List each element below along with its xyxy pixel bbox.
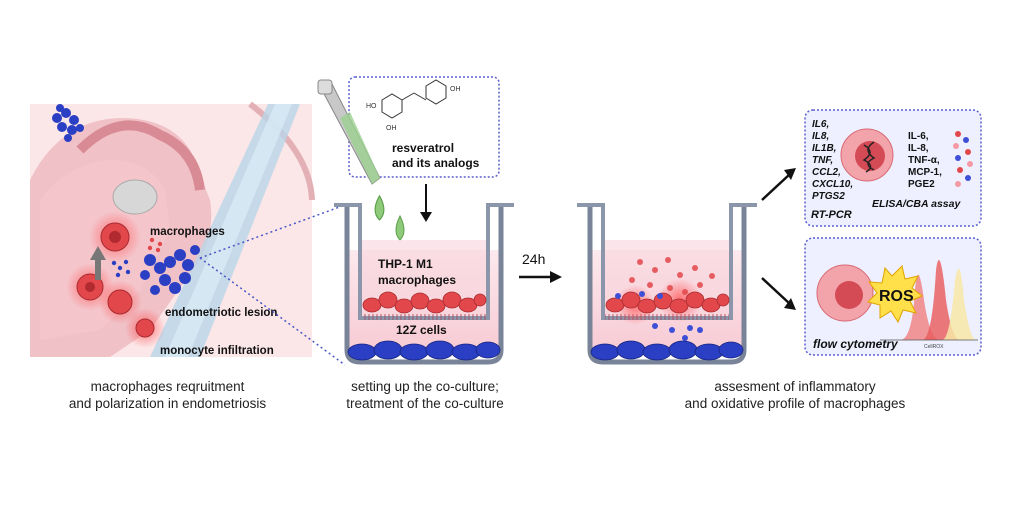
- 12z-cell-layer: [347, 340, 501, 361]
- endometriotic-lesion: [140, 245, 200, 295]
- caption-panel3-line2: and oxidative profile of macrophages: [684, 396, 906, 411]
- panel-anatomy: macrophages endometriotic lesion monocyt…: [30, 101, 315, 357]
- ros-label: ROS: [879, 288, 914, 305]
- insert-label-line1: THP-1 M1: [378, 257, 433, 271]
- lesion-cluster-top: [52, 104, 84, 142]
- gene-item: CCL2,: [812, 167, 841, 178]
- result-arrows: [761, 168, 796, 310]
- caption-panel3-line1: assesment of inflammatory: [714, 379, 876, 394]
- caption-panel2: setting up the co-culture; treatment of …: [325, 378, 525, 412]
- gene-item: IL8,: [812, 131, 829, 142]
- chem-oh-bottom-label: OH: [386, 125, 397, 132]
- compound-line2: and its analogs: [392, 156, 480, 170]
- caption-panel1-line2: and polarization in endometriosis: [68, 396, 267, 411]
- time-arrow: 24h: [519, 251, 562, 283]
- result-box-expression: IL6, IL8, IL1B, TNF, CCL2, CXCL10, PTGS2…: [804, 109, 982, 227]
- macrophage-dna-icon: [840, 128, 894, 182]
- caption-panel1-line1: macrophages reqruitment: [90, 379, 245, 394]
- protein-item: IL-8,: [908, 143, 929, 154]
- chem-oh-top-label: OH: [450, 86, 461, 93]
- protein-item: MCP-1,: [908, 167, 942, 178]
- caption-panel2-line1: setting up the co-culture;: [351, 379, 499, 394]
- culture-well-2: [577, 203, 757, 365]
- zoom-lines: [199, 204, 346, 366]
- elisa-label: ELISA/CBA assay: [872, 198, 961, 210]
- protein-item: PGE2: [908, 179, 935, 190]
- compound-line1: resveratrol: [392, 141, 454, 155]
- insert-label-line2: macrophages: [378, 273, 456, 287]
- fallopian-tube: [76, 120, 205, 191]
- rtpcr-label: RT-PCR: [811, 209, 852, 221]
- panel-coculture-setup: HO OH OH resveratrol and its analogs: [317, 76, 514, 365]
- gene-item: CXCL10,: [812, 179, 853, 190]
- gene-item: IL1B,: [812, 143, 836, 154]
- culture-well-1: THP-1 M1 macrophages 12Z cells: [334, 203, 514, 365]
- ros-burst-icon: [867, 265, 923, 324]
- macrophage-icons: [66, 211, 165, 348]
- time-label: 24h: [522, 251, 545, 267]
- macrophage-layer: [362, 291, 487, 314]
- secreted-blue-dots: [615, 291, 703, 341]
- secreted-red-dots: [629, 257, 715, 295]
- 12z-cell-layer-2: [590, 340, 744, 361]
- gene-item: TNF,: [812, 155, 833, 166]
- label-monocyte-infiltration: monocyte infiltration: [160, 345, 274, 357]
- ovary: [112, 179, 158, 215]
- flow-cytometry-label: flow cytometry: [813, 337, 899, 351]
- protein-item: IL-6,: [908, 131, 929, 142]
- resveratrol-box: [348, 76, 500, 178]
- gene-item: IL6,: [812, 119, 829, 130]
- flow-histogram: [880, 260, 978, 341]
- result-box-ros: CellROX ROS flow cytometry: [804, 237, 982, 356]
- pipette-icon: [317, 79, 381, 185]
- drop-icons: [374, 194, 405, 241]
- protein-item: TNF-α,: [908, 155, 940, 166]
- axis-label: CellROX: [924, 344, 944, 350]
- caption-panel3: assesment of inflammatory and oxidative …: [640, 378, 950, 412]
- protein-list: IL-6, IL-8, TNF-α, MCP-1, PGE2: [908, 131, 942, 190]
- cytokine-dots-red: [147, 237, 163, 253]
- caption-panel1: macrophages reqruitment and polarization…: [40, 378, 295, 412]
- bottom-label: 12Z cells: [396, 323, 447, 337]
- label-macrophages: macrophages: [150, 226, 225, 238]
- cytokine-dots-blue: [111, 259, 131, 278]
- caption-panel2-line2: treatment of the co-culture: [346, 396, 504, 411]
- label-endometriotic-lesion: endometriotic lesion: [165, 307, 277, 319]
- chemical-structure: [381, 79, 447, 119]
- chem-ho-label: HO: [366, 103, 377, 110]
- cytokine-dots-box: [953, 131, 973, 187]
- gene-item: PTGS2: [812, 191, 845, 202]
- gene-list: IL6, IL8, IL1B, TNF, CCL2, CXCL10, PTGS2: [812, 119, 853, 202]
